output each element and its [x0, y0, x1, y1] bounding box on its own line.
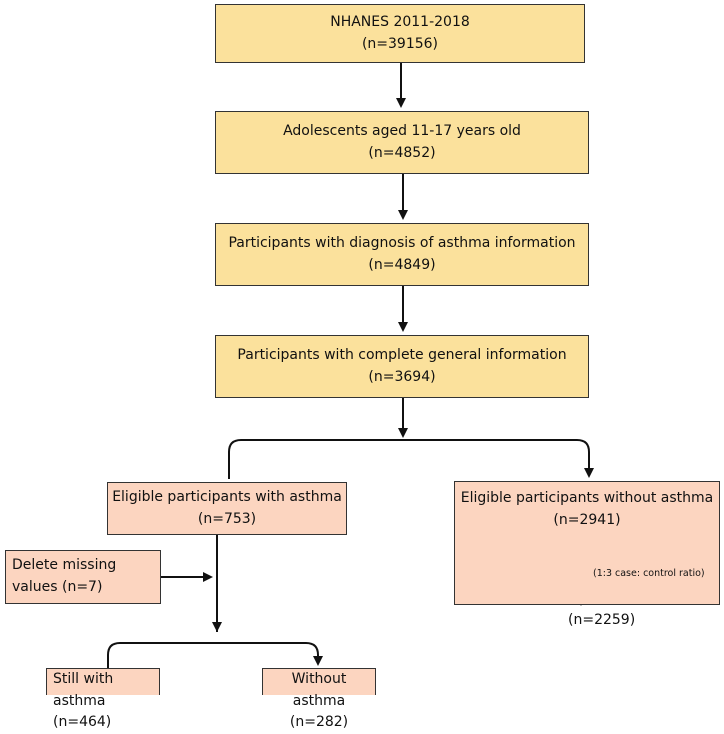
box-delete-missing-line1: Delete missing	[12, 557, 117, 574]
box-with-asthma-line1: Eligible participants with asthma	[112, 488, 342, 505]
box-diagnosis-line1: Participants with diagnosis of asthma in…	[228, 234, 576, 251]
box-complete: Participants with complete general infor…	[215, 335, 589, 398]
box-without-line1: Without	[291, 671, 347, 687]
box-still-with-asthma-bottom: Still with asthma (n=464)	[46, 668, 160, 730]
box-without-asthma-line2: (n=2941)	[553, 511, 621, 528]
box-nhanes-line2: (n=39156)	[361, 35, 439, 52]
box-complete-line1: Participants with complete general infor…	[237, 346, 567, 363]
box-delete-missing-line2: values (n=7)	[12, 579, 103, 595]
box-diagnosis: Participants with diagnosis of asthma in…	[215, 223, 589, 286]
without-asthma-final-count: (n=2259)	[568, 612, 636, 628]
box-adolescents: Adolescents aged 11-17 years old (n=4852…	[215, 111, 589, 174]
box-without-line2: asthma (n=282)	[289, 692, 349, 731]
ratio-note: (1:3 case: control ratio)	[593, 568, 705, 579]
bottom-branch-line	[107, 642, 323, 668]
box-without-asthma: Eligible participants without asthma (n=…	[454, 481, 720, 605]
box-nhanes: NHANES 2011-2018 (n=39156)	[215, 4, 585, 63]
box-delete-missing: Delete missing values (n=7)	[5, 550, 161, 604]
box-diagnosis-line2: (n=4849)	[368, 256, 436, 273]
box-still-with-line1-text: Still with	[53, 671, 114, 687]
box-with-asthma-line2: (n=753)	[197, 510, 257, 527]
box-without-asthma-line1: Eligible participants without asthma	[460, 490, 714, 506]
box-with-asthma: Eligible participants with asthma (n=753…	[107, 482, 347, 535]
box-without: Without asthma (n=282)	[262, 668, 376, 730]
box-adolescents-line2: (n=4852)	[368, 144, 436, 161]
split-branch-line	[228, 439, 594, 479]
box-nhanes-line1: NHANES 2011-2018	[330, 13, 470, 30]
box-adolescents-line1: Adolescents aged 11-17 years old	[283, 122, 521, 139]
box-complete-line2: (n=3694)	[368, 368, 436, 385]
box-still-with-line2-text: asthma (n=464)	[53, 692, 112, 731]
